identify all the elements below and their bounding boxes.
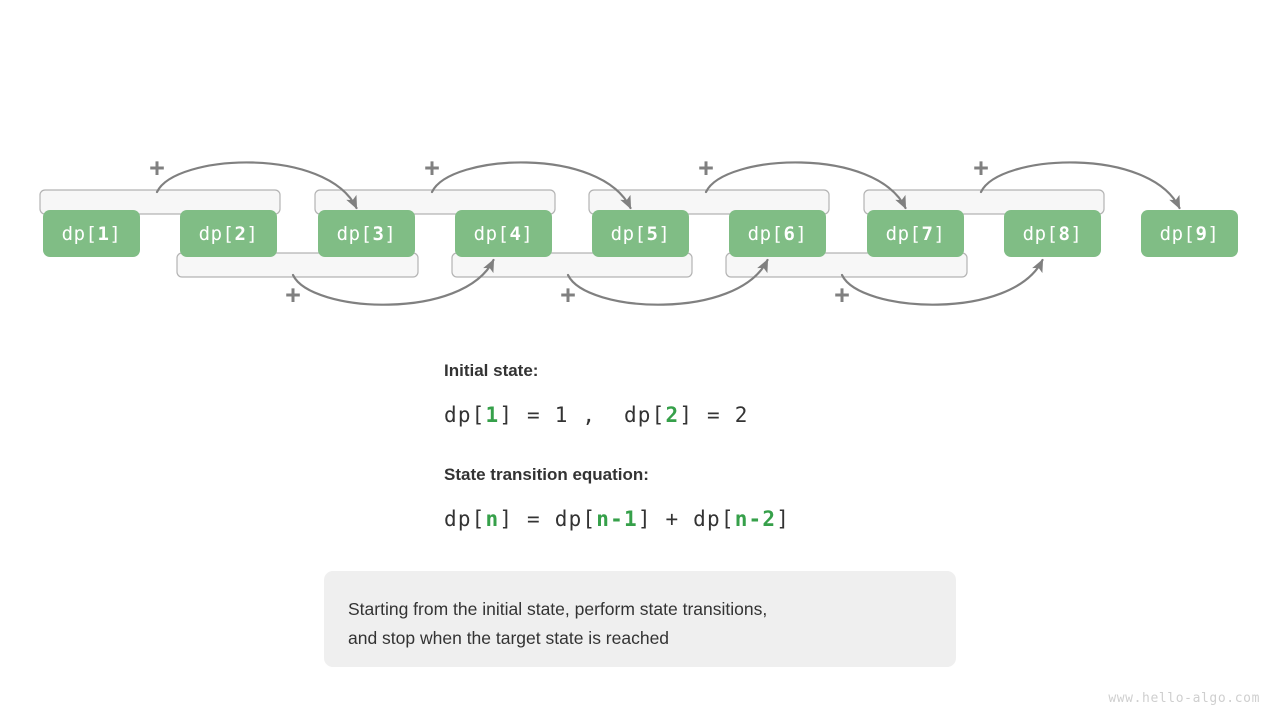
- dp-cell-index: 5: [646, 222, 659, 245]
- dp-cell-prefix: dp[: [336, 222, 373, 245]
- dp-cell-suffix: ]: [1207, 222, 1220, 245]
- top-bracket-0: [39, 189, 281, 215]
- top-bracket-2: [588, 189, 830, 215]
- top-arrows-group: [155, 161, 1181, 210]
- dp-cell-prefix: dp[: [610, 222, 647, 245]
- bottom-bracket-2: [725, 252, 968, 278]
- formula-token-0: dp[: [444, 403, 486, 427]
- formula-token-4: ] = 2: [679, 403, 749, 427]
- bottom-transition-arrow-2: [840, 258, 1044, 306]
- dp-cell-9: dp[9]: [1141, 210, 1238, 257]
- dp-cell-suffix: ]: [795, 222, 808, 245]
- dp-cell-index: 8: [1058, 222, 1071, 245]
- bottom-transition-arrow-0: [291, 258, 495, 306]
- dp-cell-4: dp[4]: [455, 210, 552, 257]
- state-transition-formula: dp[n] = dp[n-1] + dp[n-2]: [444, 504, 1004, 534]
- top-plus-1: +: [424, 153, 440, 183]
- formula-token-4: ] + dp[: [637, 507, 735, 531]
- dp-cell-index: 7: [921, 222, 934, 245]
- top-brackets-group: [39, 189, 1105, 215]
- dp-cell-prefix: dp[: [198, 222, 235, 245]
- explanation-text-block: Initial state: dp[1] = 1 , dp[2] = 2 Sta…: [444, 358, 1004, 534]
- bottom-brackets-group: [176, 252, 968, 278]
- dp-cell-suffix: ]: [1070, 222, 1083, 245]
- dp-cell-index: 3: [372, 222, 385, 245]
- formula-token-3: 2: [665, 403, 680, 427]
- bottom-transition-arrow-1: [566, 258, 769, 306]
- top-plus-0: +: [149, 153, 165, 183]
- dp-cell-8: dp[8]: [1004, 210, 1101, 257]
- top-plus-3: +: [973, 153, 989, 183]
- bottom-plus-group: + + +: [285, 280, 850, 310]
- dp-cell-prefix: dp[: [885, 222, 922, 245]
- dp-cell-index: 4: [509, 222, 522, 245]
- dp-cell-6: dp[6]: [729, 210, 826, 257]
- dp-cell-prefix: dp[: [61, 222, 98, 245]
- top-transition-arrow-3: [979, 161, 1181, 210]
- top-bracket-1: [314, 189, 556, 215]
- formula-token-5: n-2: [734, 507, 777, 531]
- dp-cell-suffix: ]: [109, 222, 122, 245]
- note-line-1: Starting from the initial state, perform…: [348, 599, 768, 619]
- top-bracket-3: [863, 189, 1105, 215]
- bottom-plus-0: +: [285, 280, 301, 310]
- watermark: www.hello-algo.com: [1108, 691, 1260, 706]
- dp-cell-suffix: ]: [521, 222, 534, 245]
- formula-token-0: dp[: [444, 507, 486, 531]
- diagram-svg: + + + + + + +: [39, 153, 1181, 310]
- dp-cell-5: dp[5]: [592, 210, 689, 257]
- top-plus-group: + + + +: [149, 153, 989, 183]
- note-line-2: and stop when the target state is reache…: [348, 628, 670, 648]
- top-transition-arrow-2: [704, 161, 907, 210]
- bottom-bracket-0: [176, 252, 419, 278]
- dp-cell-prefix: dp[: [473, 222, 510, 245]
- formula-token-1: 1: [485, 403, 500, 427]
- dp-cell-suffix: ]: [246, 222, 259, 245]
- bottom-plus-2: +: [834, 280, 850, 310]
- dp-cell-1: dp[1]: [43, 210, 140, 257]
- bottom-bracket-1: [451, 252, 693, 278]
- dp-cell-index: 9: [1195, 222, 1208, 245]
- formula-token-2: ] = dp[: [499, 507, 597, 531]
- top-transition-arrow-0: [155, 161, 358, 210]
- dp-cell-2: dp[2]: [180, 210, 277, 257]
- dp-cell-7: dp[7]: [867, 210, 964, 257]
- initial-state-heading: Initial state:: [444, 361, 539, 380]
- state-transition-heading: State transition equation:: [444, 465, 649, 484]
- dp-cell-index: 1: [97, 222, 110, 245]
- initial-state-formula: dp[1] = 1 , dp[2] = 2: [444, 400, 1004, 430]
- dp-cell-prefix: dp[: [747, 222, 784, 245]
- bottom-arrows-group: [291, 258, 1044, 306]
- dp-cell-index: 2: [234, 222, 247, 245]
- dp-cell-suffix: ]: [658, 222, 671, 245]
- dp-cell-suffix: ]: [933, 222, 946, 245]
- dp-cell-index: 6: [783, 222, 796, 245]
- formula-token-1: n: [485, 507, 500, 531]
- formula-token-2: ] = 1 , dp[: [499, 403, 666, 427]
- dp-cell-prefix: dp[: [1022, 222, 1059, 245]
- dp-cell-suffix: ]: [384, 222, 397, 245]
- top-transition-arrow-1: [430, 161, 632, 210]
- formula-token-6: ]: [776, 507, 791, 531]
- dp-cell-3: dp[3]: [318, 210, 415, 257]
- note-box: Starting from the initial state, perform…: [324, 571, 956, 667]
- top-plus-2: +: [698, 153, 714, 183]
- bottom-plus-1: +: [560, 280, 576, 310]
- dp-cell-prefix: dp[: [1159, 222, 1196, 245]
- formula-token-3: n-1: [596, 507, 638, 531]
- dp-transition-diagram: ++++ +++ dp[1]dp[2]dp[3]dp[4]dp[5]dp[6]d…: [0, 0, 1280, 340]
